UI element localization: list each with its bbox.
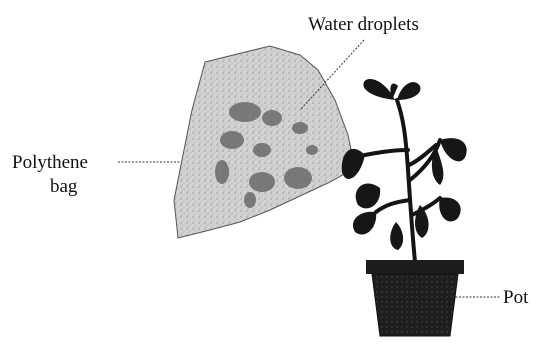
plant [342, 79, 467, 262]
label-polythene-line2: bag [50, 176, 78, 197]
pot-rim [366, 260, 464, 274]
label-water-droplets: Water droplets [308, 14, 419, 35]
pot-body [372, 274, 458, 336]
label-pot: Pot [503, 287, 529, 308]
pot [366, 260, 464, 336]
label-polythene-line1: Polythene [12, 152, 88, 173]
plant-leaves [342, 79, 467, 250]
polythene-bag [174, 46, 355, 238]
